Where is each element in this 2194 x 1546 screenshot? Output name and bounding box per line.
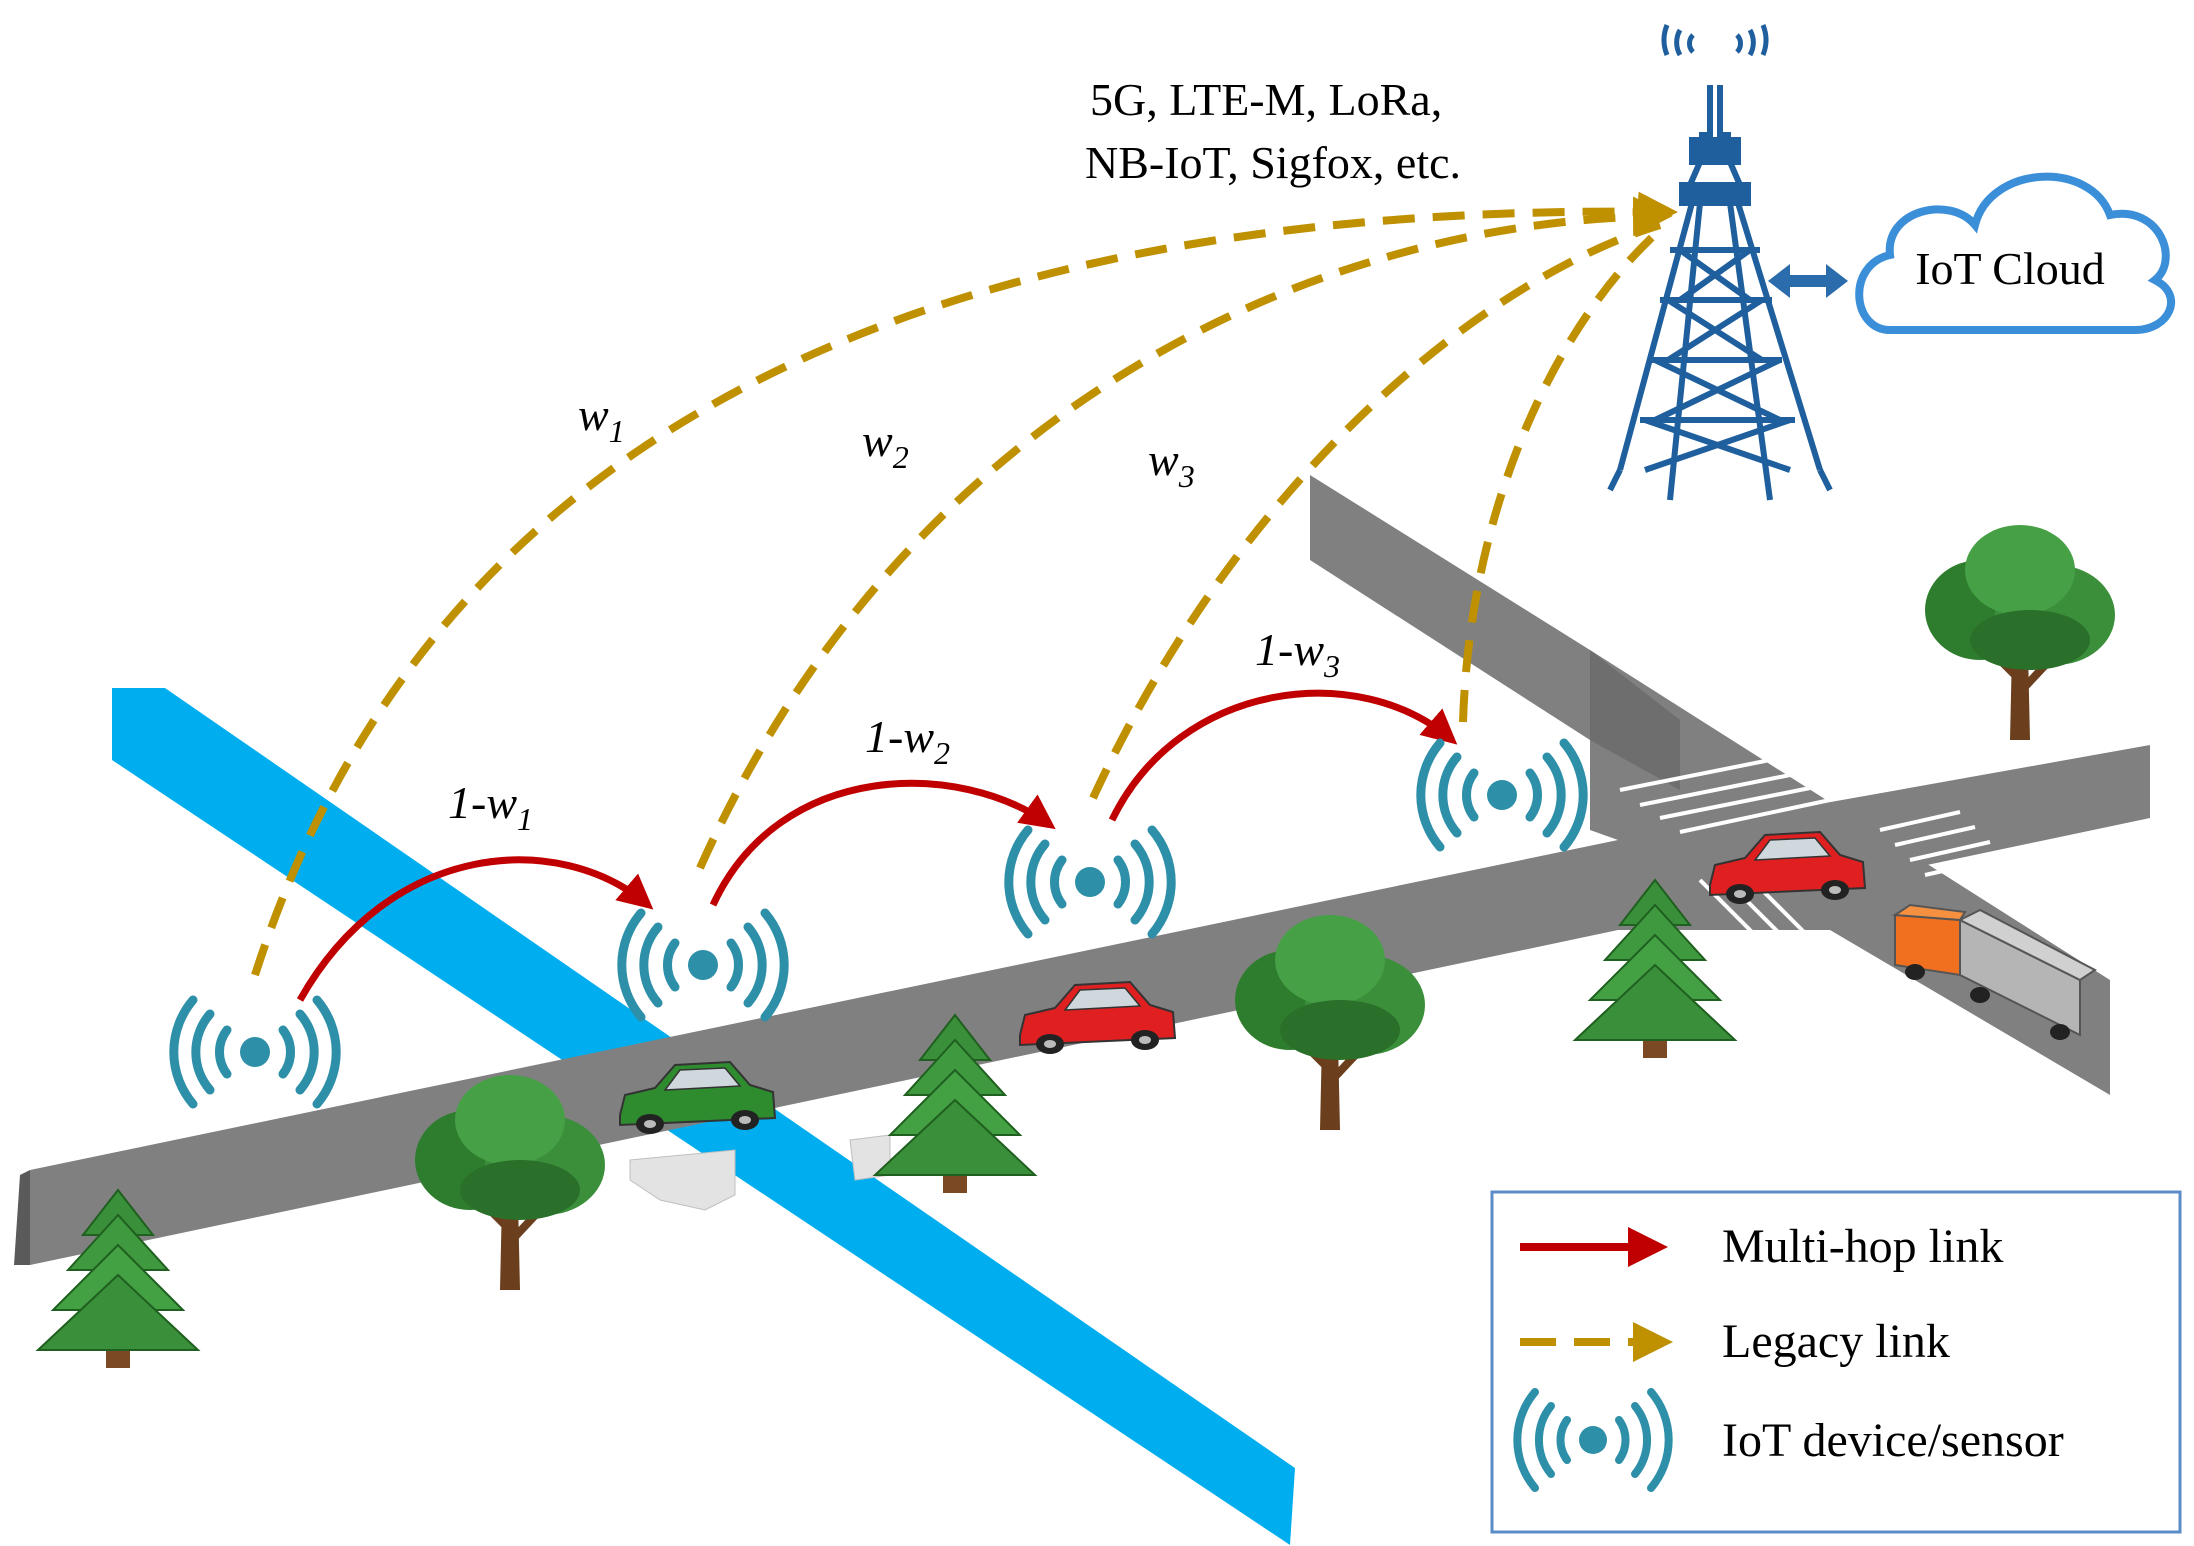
iot-device-icon — [1004, 825, 1176, 939]
iot-device-icon — [169, 995, 341, 1109]
legend-device-swatch — [1513, 1388, 1673, 1492]
cross-road — [1310, 475, 1590, 740]
bridge-support — [629, 1149, 736, 1211]
cloud-label: IoT Cloud — [1915, 243, 2105, 294]
legacy-link-2 — [696, 196, 1673, 870]
cloud-icon — [1855, 172, 2176, 334]
multihop-link-3 — [1108, 689, 1458, 822]
iot-device-icon — [617, 908, 789, 1022]
multihop-link-1 — [296, 856, 654, 1002]
weight-label-hop2: 1-w2 — [865, 711, 950, 771]
legend-device-label: IoT device/sensor — [1722, 1414, 2064, 1467]
multihop-link-2 — [709, 779, 1056, 907]
multihop-links — [296, 689, 1458, 1002]
cross-road-upper — [1590, 650, 1680, 790]
weight-label-w2: w2 — [862, 415, 909, 475]
main-road-edge — [14, 1170, 30, 1265]
legend-multihop-label: Multi-hop link — [1722, 1220, 2003, 1273]
cell-tower-icon — [1607, 24, 1833, 501]
legacy-links — [251, 191, 1678, 977]
weight-label-hop3: 1-w3 — [1255, 624, 1340, 684]
protocol-label-line1: 5G, LTE-M, LoRa, — [1090, 74, 1442, 125]
weight-label-w1: w1 — [578, 389, 625, 449]
legacy-link-3 — [1089, 221, 1662, 800]
legend: Multi-hop link Legacy link IoT device/se… — [1490, 1190, 2182, 1534]
weight-label-hop1: 1-w1 — [448, 777, 533, 837]
tower-cloud-link — [1768, 264, 1848, 298]
legend-legacy-label: Legacy link — [1722, 1315, 1950, 1368]
oak-tree-icon — [1925, 525, 2115, 740]
protocol-label-line2: NB-IoT, Sigfox, etc. — [1085, 137, 1461, 188]
legacy-link-1 — [251, 191, 1678, 977]
legacy-link-4 — [1459, 227, 1663, 723]
weight-label-w3: w3 — [1148, 434, 1195, 494]
iot-device-icon — [1416, 738, 1588, 852]
truck-icon — [1892, 903, 2097, 1040]
